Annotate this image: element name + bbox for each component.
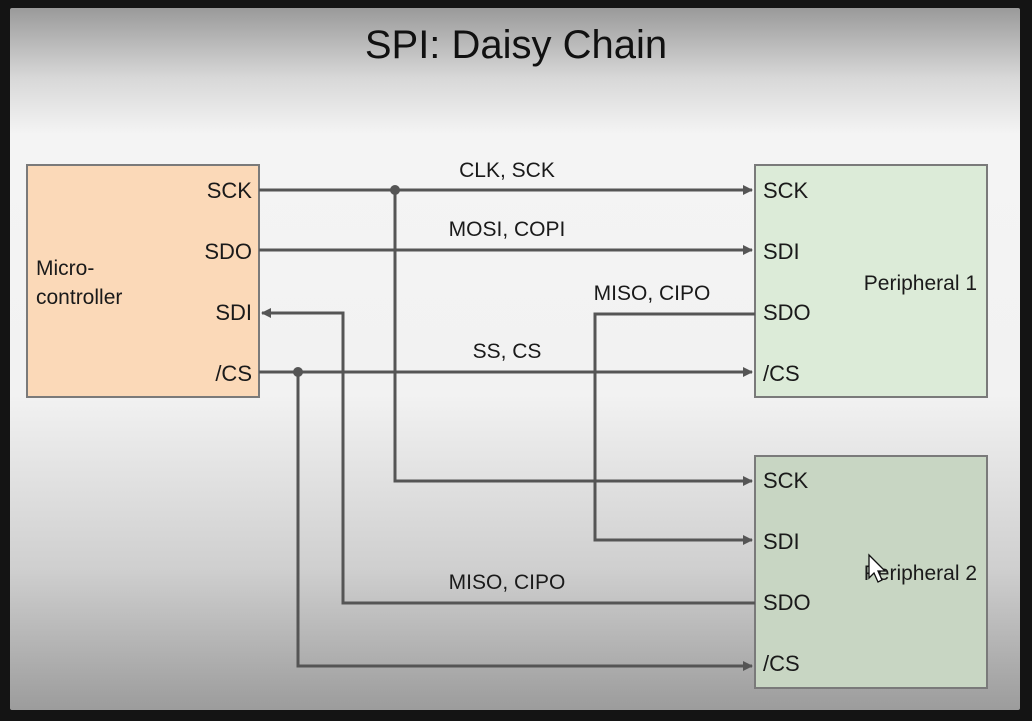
p1-pin-sdi: SDI	[763, 239, 800, 264]
diagram-title: SPI: Daisy Chain	[365, 23, 667, 67]
wire-p2-sdo-to-mcu-sdi	[261, 308, 755, 605]
microcontroller-label-line2: controller	[36, 286, 122, 309]
signal-label-miso-p1: MISO, CIPO	[594, 282, 711, 305]
signal-label-mosi: MOSI, COPI	[449, 218, 566, 241]
mouse-cursor-icon	[868, 553, 887, 583]
microcontroller-block	[26, 164, 260, 398]
p2-pin-sdi: SDI	[763, 529, 800, 554]
mcu-pin-sck: SCK	[207, 178, 253, 203]
junction-cs	[293, 367, 303, 377]
microcontroller-label-line1: Micro-	[36, 257, 94, 280]
wire-sck-to-p2	[393, 190, 753, 486]
peripheral-1-block	[754, 164, 988, 398]
wire-cs-to-p2	[296, 372, 753, 671]
p1-pin-cs: /CS	[763, 361, 800, 386]
junction-sck	[390, 185, 400, 195]
signal-label-miso-p2: MISO, CIPO	[449, 571, 566, 594]
mcu-pin-sdi: SDI	[215, 300, 252, 325]
wire-p1-sdo-to-p2-sdi	[593, 312, 755, 545]
mcu-pin-cs: /CS	[215, 361, 252, 386]
p2-pin-sck: SCK	[763, 468, 809, 493]
signal-label-ss: SS, CS	[473, 340, 542, 363]
peripheral-2-label: Peripheral 2	[864, 562, 977, 585]
p2-pin-sdo: SDO	[763, 590, 811, 615]
p1-pin-sdo: SDO	[763, 300, 811, 325]
signal-label-clock: CLK, SCK	[459, 159, 555, 182]
peripheral-1-label: Peripheral 1	[864, 272, 977, 295]
p2-pin-cs: /CS	[763, 651, 800, 676]
mcu-pin-sdo: SDO	[204, 239, 252, 264]
p1-pin-sck: SCK	[763, 178, 809, 203]
